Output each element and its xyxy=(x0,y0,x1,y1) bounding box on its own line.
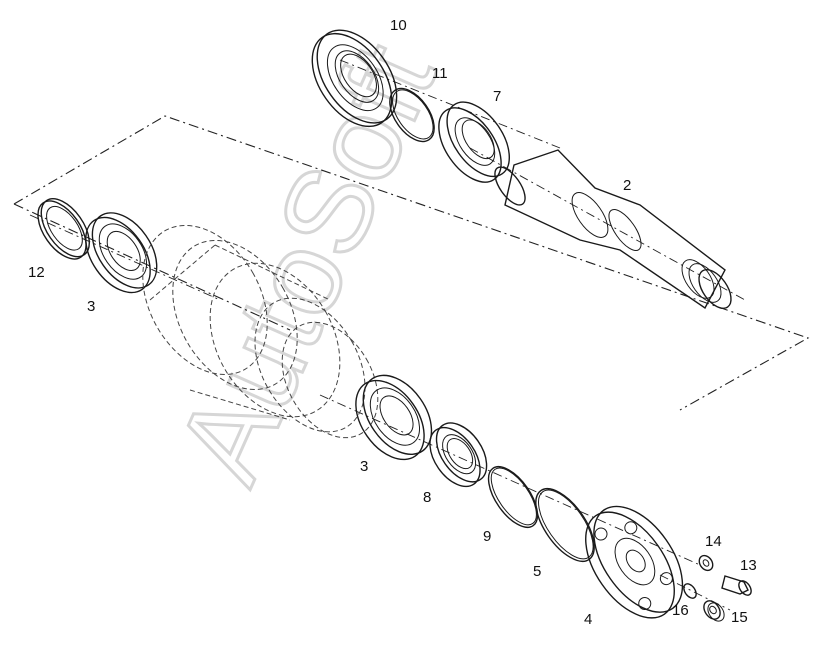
assembly-frame xyxy=(13,115,810,411)
washer-14 xyxy=(698,554,714,572)
roller-body-ghost xyxy=(142,224,379,439)
o-ring-11 xyxy=(389,87,435,143)
callout-7: 7 xyxy=(493,88,501,105)
bolt-13 xyxy=(721,575,752,596)
callout-13: 13 xyxy=(740,557,757,574)
o-ring-5 xyxy=(535,488,595,562)
callout-3-lower: 3 xyxy=(360,458,368,475)
callout-15: 15 xyxy=(731,609,748,626)
callout-12: 12 xyxy=(28,264,45,281)
callout-8: 8 xyxy=(423,489,431,506)
snap-ring-9 xyxy=(487,466,539,528)
watermark-text: AutoSoft xyxy=(151,26,461,501)
callout-5: 5 xyxy=(533,563,541,580)
plug-15 xyxy=(703,600,725,622)
callout-4: 4 xyxy=(584,611,592,628)
callout-16: 16 xyxy=(672,602,689,619)
callout-9: 9 xyxy=(483,528,491,545)
bearing-3-lower xyxy=(355,374,433,461)
ring-12 xyxy=(37,198,90,260)
end-cover-4 xyxy=(585,505,684,619)
callout-11: 11 xyxy=(432,65,448,82)
callout-10: 10 xyxy=(390,17,407,34)
callout-14: 14 xyxy=(705,533,722,550)
callout-2: 2 xyxy=(623,177,631,194)
bushing-7 xyxy=(438,101,510,183)
o-ring-16 xyxy=(683,583,697,599)
bearing-3-upper xyxy=(85,212,158,294)
shaft-2 xyxy=(494,149,732,310)
callout-3-upper: 3 xyxy=(87,298,95,315)
nut-8 xyxy=(429,422,488,488)
callouts: 10 11 7 2 12 3 3 8 9 5 4 14 13 16 15 xyxy=(28,17,757,628)
watermark: AutoSoft xyxy=(150,24,463,502)
